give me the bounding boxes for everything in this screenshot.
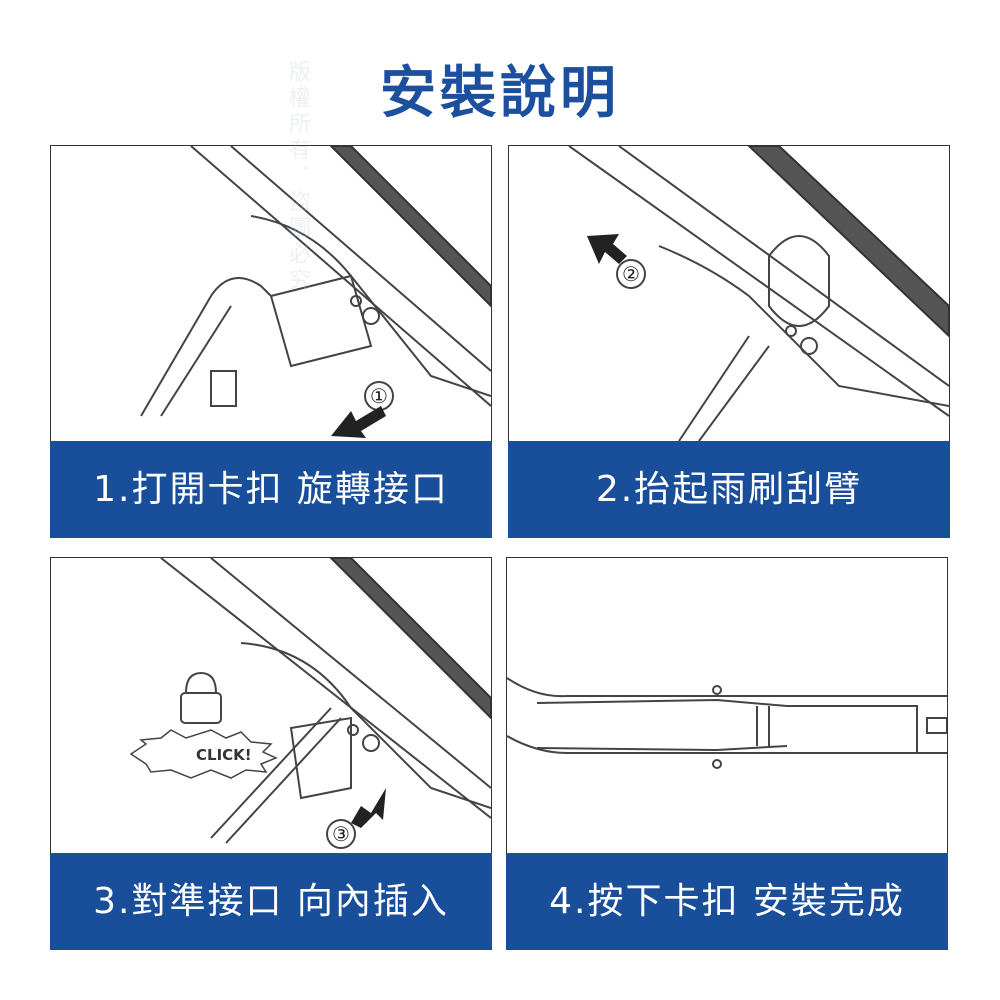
step-4-panel: 4.按下卡扣 安裝完成 [506,557,948,950]
step-3-caption: 3.對準接口 向內插入 [50,853,492,950]
click-label: CLICK! [196,746,252,764]
step-1-illustration: ① [50,145,492,441]
step-3-illustration: CLICK! ③ [50,557,492,853]
step-2-caption: 2.抬起雨刷刮臂 [508,441,950,538]
step-3-panel: CLICK! ③ 3.對準接口 向內插入 [50,557,492,950]
step-2-panel: ② 2.抬起雨刷刮臂 [508,145,950,538]
step-4-caption: 4.按下卡扣 安裝完成 [506,853,948,950]
step-1-caption: 1.打開卡扣 旋轉接口 [50,441,492,538]
step-3-marker: ③ [332,822,350,846]
step-4-illustration [506,557,948,853]
step-2-marker: ② [622,262,640,286]
step-2-illustration: ② [508,145,950,441]
step-1-panel: ① 1.打開卡扣 旋轉接口 [50,145,492,538]
step-1-marker: ① [370,384,388,408]
page-title: 安裝說明 [380,61,620,126]
watermark: 版權所有．盜圖必究 [285,60,310,294]
